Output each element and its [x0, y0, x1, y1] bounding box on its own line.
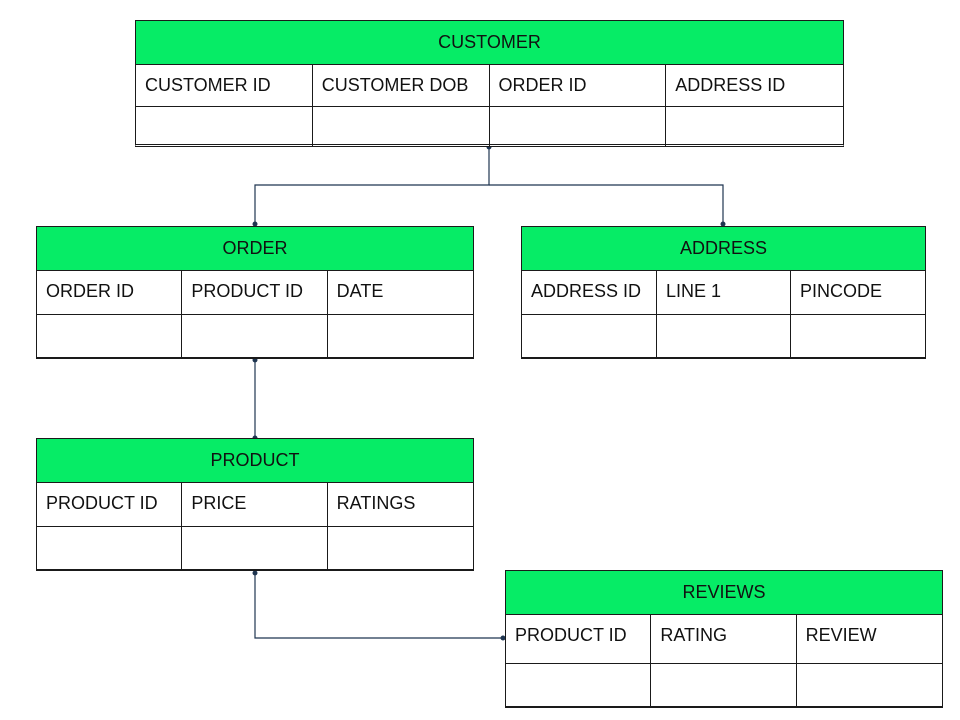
entity-customer-attributes: CUSTOMER ID CUSTOMER DOB ORDER ID ADDRES… [136, 65, 843, 107]
attribute-product-id: PRODUCT ID [37, 483, 183, 526]
attribute-review: REVIEW [805, 625, 877, 645]
entity-reviews-value-row [506, 664, 942, 706]
attribute-customer-id: CUSTOMER ID [136, 65, 313, 106]
attribute-order-id: ORDER ID [37, 271, 183, 314]
attribute-line-1: LINE 1 [657, 271, 791, 314]
entity-order[interactable]: ORDER ORDER ID PRODUCT ID DATE [36, 226, 474, 359]
attribute-customer-dob: CUSTOMER DOB [313, 65, 490, 106]
value-cell [182, 527, 328, 569]
entity-order-attributes: ORDER ID PRODUCT ID DATE [37, 271, 473, 315]
entity-order-value-row [37, 315, 473, 357]
attribute-pincode: PINCODE [800, 281, 883, 301]
value-cell [328, 315, 473, 357]
entity-reviews-title: REVIEWS [506, 571, 942, 615]
attribute-ratings: RATINGS [336, 493, 416, 513]
entity-order-title: ORDER [37, 227, 473, 271]
entity-product-value-row [37, 527, 473, 569]
connector-customer-to-order [254, 147, 490, 224]
entity-product[interactable]: PRODUCT PRODUCT ID PRICE RATINGS [36, 438, 474, 571]
value-cell [182, 315, 328, 357]
value-cell [522, 315, 657, 357]
value-cell [791, 315, 925, 357]
connector-endpoint [252, 570, 258, 576]
value-cell [797, 664, 942, 706]
connector-endpoint [720, 221, 726, 227]
connector-customer-to-address [489, 184, 724, 224]
entity-reviews-attributes: PRODUCT ID RATING REVIEW [506, 615, 942, 664]
entity-product-title: PRODUCT [37, 439, 473, 483]
value-cell [37, 315, 183, 357]
attribute-date: DATE [336, 281, 384, 301]
entity-reviews[interactable]: REVIEWS PRODUCT ID RATING REVIEW [505, 570, 943, 708]
value-cell [506, 664, 652, 706]
connector-product-to-reviews [254, 573, 503, 639]
attribute-product-id: PRODUCT ID [182, 271, 328, 314]
attribute-order-id: ORDER ID [490, 65, 667, 106]
entity-product-attributes: PRODUCT ID PRICE RATINGS [37, 483, 473, 527]
attribute-product-id: PRODUCT ID [506, 615, 652, 663]
entity-address[interactable]: ADDRESS ADDRESS ID LINE 1 PINCODE [521, 226, 926, 359]
connector-endpoint [252, 221, 258, 227]
entity-address-attributes: ADDRESS ID LINE 1 PINCODE [522, 271, 925, 315]
value-cell [666, 107, 843, 147]
entity-customer[interactable]: CUSTOMER CUSTOMER ID CUSTOMER DOB ORDER … [135, 20, 844, 147]
attribute-address-id: ADDRESS ID [522, 271, 657, 314]
attribute-rating: RATING [651, 615, 797, 663]
value-cell [328, 527, 473, 569]
value-cell [37, 527, 183, 569]
value-cell [313, 107, 490, 147]
entity-address-value-row [522, 315, 925, 357]
value-cell [651, 664, 797, 706]
entity-customer-title: CUSTOMER [136, 21, 843, 65]
value-cell [657, 315, 791, 357]
value-cell [136, 107, 313, 147]
entity-address-title: ADDRESS [522, 227, 925, 271]
attribute-price: PRICE [182, 483, 328, 526]
entity-customer-value-row [136, 107, 843, 147]
attribute-address-id: ADDRESS ID [675, 75, 786, 95]
connector-endpoint [500, 635, 506, 641]
value-cell [490, 107, 667, 147]
